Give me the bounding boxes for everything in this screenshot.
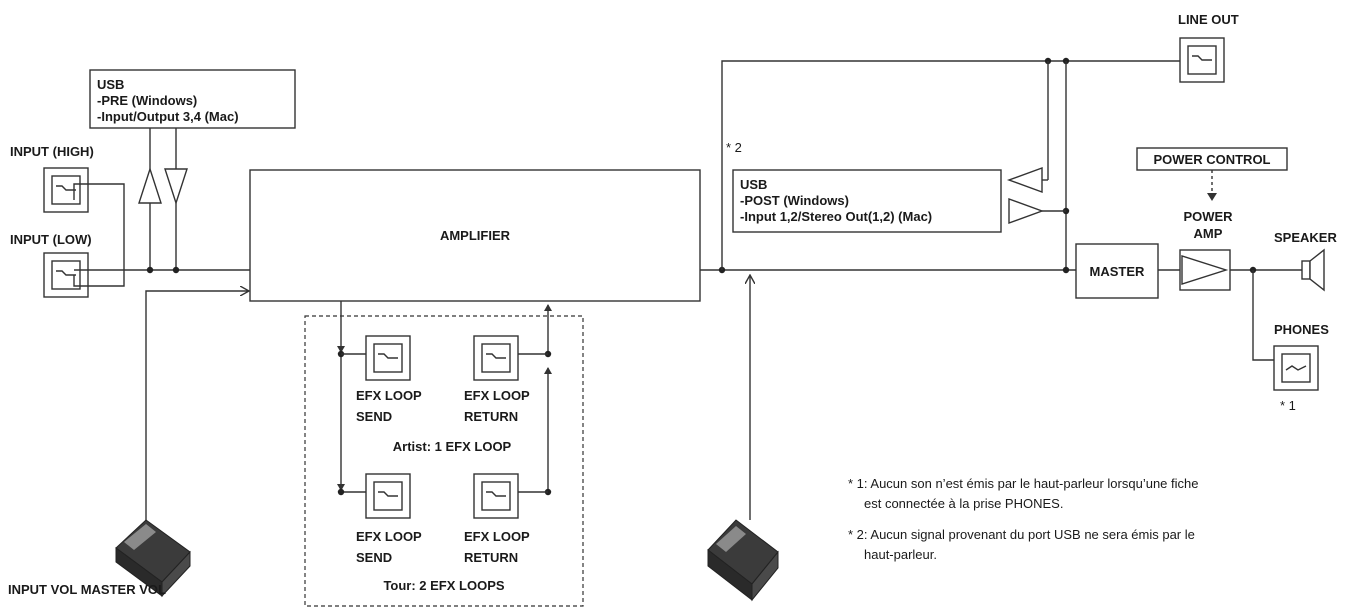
efx-artist-send-label-2: SEND <box>356 409 392 424</box>
power-amp-label-2: AMP <box>1194 226 1223 241</box>
efx-artist-return-label-1: EFX LOOP <box>464 388 530 403</box>
efx-tour-send-label-1: EFX LOOP <box>356 529 422 544</box>
usb-pre-buffer-down <box>164 128 188 270</box>
usb-post-line1: -POST (Windows) <box>740 193 849 208</box>
efx-tour-caption: Tour: 2 EFX LOOPS <box>383 578 504 593</box>
line-out-wire <box>721 60 1180 270</box>
speaker-icon <box>1301 248 1325 292</box>
input-high-label: INPUT (HIGH) <box>10 144 94 159</box>
note-1-line-1: * 1: Aucun son n’est émis par le haut-pa… <box>848 476 1198 491</box>
input-volume-pedal-icon <box>115 519 191 598</box>
efx-tour-send-label-2: SEND <box>356 550 392 565</box>
usb-post-line2: -Input 1,2/Stereo Out(1,2) (Mac) <box>740 209 932 224</box>
efx-artist-return-label-2: RETURN <box>464 409 518 424</box>
master-label: MASTER <box>1090 264 1146 279</box>
input-high-jack-icon[interactable] <box>43 167 89 213</box>
efx-tour-return-jack-icon[interactable] <box>473 473 519 519</box>
usb-post-box <box>732 169 1002 233</box>
power-control-label: POWER CONTROL <box>1154 152 1271 167</box>
usb-pre-buffer-up <box>138 128 162 270</box>
input-low-jack-icon[interactable] <box>43 252 89 298</box>
note-1-line-2: est connectée à la prise PHONES. <box>864 496 1063 511</box>
efx-loop-region <box>304 315 584 607</box>
phones-jack-icon[interactable] <box>1273 345 1319 391</box>
note-2-line-2: haut-parleur. <box>864 547 937 562</box>
usb-pre-line2: -Input/Output 3,4 (Mac) <box>97 109 239 124</box>
usb-pre-box <box>89 69 296 129</box>
efx-artist-return-jack-icon[interactable] <box>473 335 519 381</box>
efx-artist-send-jack-icon[interactable] <box>365 335 411 381</box>
master-volume-pedal-icon <box>707 519 779 602</box>
usb-post-title: USB <box>740 177 767 192</box>
power-amp-icon <box>1179 249 1231 291</box>
usb-pre-title: USB <box>97 77 124 92</box>
efx-tour-return-label-2: RETURN <box>464 550 518 565</box>
star2-mark: * 2 <box>726 140 742 155</box>
efx-tour-send-jack-icon[interactable] <box>365 473 411 519</box>
input-vol-control-line <box>145 291 248 530</box>
pedal-label: INPUT VOL MASTER VOL <box>8 582 166 597</box>
line-out-label: LINE OUT <box>1178 12 1239 27</box>
usb-post-buffer-in <box>1006 167 1043 193</box>
efx-artist-send-label-1: EFX LOOP <box>356 388 422 403</box>
amplifier-label: AMPLIFIER <box>440 228 511 243</box>
phones-label: PHONES <box>1274 322 1329 337</box>
input-low-label: INPUT (LOW) <box>10 232 92 247</box>
amplifier-block <box>249 169 701 302</box>
usb-post-buffer-out <box>1008 198 1045 224</box>
efx-tour-return-label-1: EFX LOOP <box>464 529 530 544</box>
power-amp-label-1: POWER <box>1183 209 1233 224</box>
note-2-line-1: * 2: Aucun signal provenant du port USB … <box>848 527 1195 542</box>
star1-mark: * 1 <box>1280 398 1296 413</box>
speaker-label: SPEAKER <box>1274 230 1337 245</box>
line-out-jack-icon[interactable] <box>1179 37 1225 83</box>
master-block <box>1075 243 1159 299</box>
efx-artist-caption: Artist: 1 EFX LOOP <box>393 439 512 454</box>
input-high-wire <box>73 183 125 287</box>
usb-pre-line1: -PRE (Windows) <box>97 93 197 108</box>
